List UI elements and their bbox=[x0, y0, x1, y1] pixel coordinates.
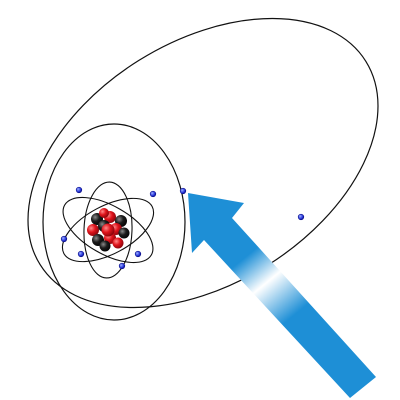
arrow-icon bbox=[188, 193, 376, 398]
electrons bbox=[60, 186, 305, 270]
nucleus bbox=[87, 208, 130, 252]
electron bbox=[60, 235, 68, 243]
inner-orbit-horizontal bbox=[61, 197, 155, 263]
electron bbox=[297, 213, 305, 221]
electron bbox=[134, 250, 142, 258]
inner-orbit-tilted-left bbox=[62, 196, 154, 264]
inner-orbit-vertical bbox=[83, 181, 133, 279]
outer-orbit bbox=[27, 17, 379, 309]
electron bbox=[179, 187, 187, 195]
electron bbox=[118, 262, 126, 270]
electron bbox=[149, 190, 157, 198]
electron bbox=[75, 186, 83, 194]
electron bbox=[77, 250, 85, 258]
middle-orbit bbox=[42, 123, 186, 321]
